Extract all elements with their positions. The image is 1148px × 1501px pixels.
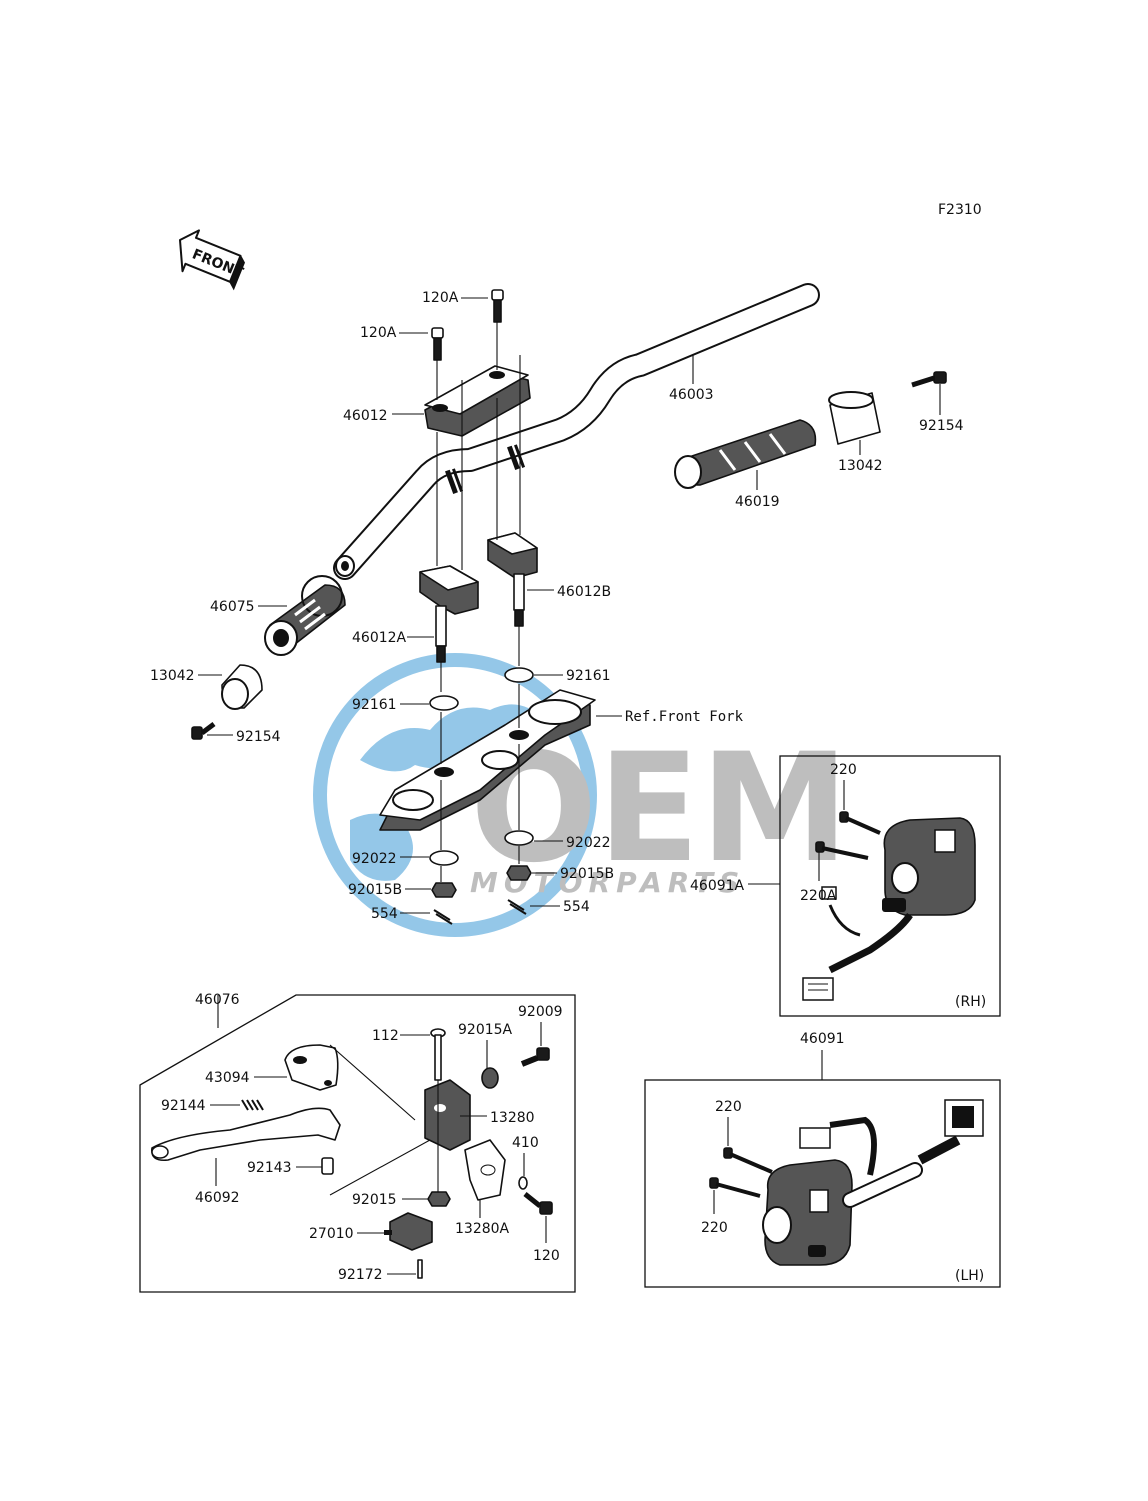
label-92022-right: 92022 [566, 835, 611, 851]
spring-92144 [241, 1099, 264, 1111]
washer-92022-right [504, 830, 534, 846]
holder-13280 [424, 1079, 471, 1151]
label-410: 410 [512, 1135, 539, 1151]
nut-92015 [427, 1191, 451, 1207]
label-rh: (RH) [955, 994, 986, 1010]
screw-92154-right [911, 371, 947, 388]
screw-220-lh-top [723, 1147, 773, 1174]
label-43094: 43094 [205, 1070, 250, 1086]
label-92161-right: 92161 [566, 668, 611, 684]
label-27010: 27010 [309, 1226, 354, 1242]
rh-switch-frame [779, 755, 1001, 1017]
holder-13280a [464, 1139, 506, 1201]
label-220a-rh: 220A [800, 888, 837, 904]
washer-92161-right [504, 667, 534, 683]
label-46012b: 46012B [557, 584, 611, 600]
switch-rh-46091a [802, 817, 976, 1001]
label-120a-top: 120A [422, 290, 459, 306]
figure-code: F2310 [938, 202, 982, 218]
label-46075: 46075 [210, 599, 255, 615]
bolt-120a-top [491, 289, 504, 323]
bar-end-13042-right [828, 391, 881, 445]
grip-right-46019 [674, 419, 817, 489]
steering-stem-clamp [379, 689, 596, 831]
label-92154-right: 92154 [919, 418, 964, 434]
label-46012: 46012 [343, 408, 388, 424]
screw-92172 [417, 1259, 423, 1279]
screw-92154-left [191, 722, 216, 740]
holder-lower-46012b [487, 532, 538, 627]
grip-left-46075 [264, 575, 346, 656]
lever-assembly-frame [139, 994, 576, 1293]
switch-lh-46091 [762, 1099, 984, 1266]
holder-lower-46012a [419, 565, 479, 663]
label-120a-left: 120A [360, 325, 397, 341]
washer-92022-left [429, 850, 459, 866]
label-13280: 13280 [490, 1110, 535, 1126]
label-92161-left: 92161 [352, 697, 397, 713]
label-220-lh-bottom: 220 [701, 1220, 728, 1236]
label-112: 112 [372, 1028, 399, 1044]
label-46076: 46076 [195, 992, 240, 1008]
label-13042-left: 13042 [150, 668, 195, 684]
label-92154-left: 92154 [236, 729, 281, 745]
labels: 120A 120A 46012 46003 92154 13042 46019 … [150, 290, 986, 1284]
watermark-globe [313, 653, 597, 937]
nut-92015b-right [506, 865, 532, 881]
label-120: 120 [533, 1248, 560, 1264]
washer-92161-left [429, 695, 459, 711]
label-46091a: 46091A [690, 878, 745, 894]
label-92172: 92172 [338, 1267, 383, 1283]
nut-92015b-left [431, 882, 457, 898]
front-arrow-icon: FRONT [179, 229, 246, 291]
bolt-112 [430, 1028, 446, 1081]
label-92009: 92009 [518, 1004, 563, 1020]
screw-220-lh-bottom [709, 1177, 761, 1198]
label-92015: 92015 [352, 1192, 397, 1208]
label-220-rh: 220 [830, 762, 857, 778]
bolt-120a-left [431, 327, 444, 361]
washer-92015a [481, 1067, 499, 1089]
label-46003: 46003 [669, 387, 714, 403]
holder-upper-46012 [424, 365, 531, 437]
screw-220-rh [839, 811, 881, 835]
label-220-lh-top: 220 [715, 1099, 742, 1115]
label-46012a: 46012A [352, 630, 407, 646]
label-46092: 46092 [195, 1190, 240, 1206]
label-92015b-right: 92015B [560, 866, 614, 882]
label-92022-left: 92022 [352, 851, 397, 867]
label-ref-front-fork: Ref.Front Fork [625, 709, 744, 725]
bar-end-13042-left [221, 664, 263, 710]
label-13280a: 13280A [455, 1221, 510, 1237]
bracket-43094 [284, 1044, 339, 1091]
oring-410 [518, 1176, 528, 1190]
label-554-right: 554 [563, 899, 590, 915]
label-92144: 92144 [161, 1098, 206, 1114]
label-13042-right: 13042 [838, 458, 883, 474]
pin-554-left [433, 909, 453, 925]
bolt-120 [523, 1192, 553, 1215]
handlebar-46003 [333, 283, 820, 580]
label-92015b-left: 92015B [348, 882, 402, 898]
label-lh: (LH) [955, 1268, 984, 1284]
label-92143: 92143 [247, 1160, 292, 1176]
label-46091: 46091 [800, 1031, 845, 1047]
label-46019: 46019 [735, 494, 780, 510]
screw-220a-rh [815, 841, 869, 860]
pin-554-right [507, 899, 527, 915]
lever-46092 [151, 1107, 341, 1162]
switch-27010 [384, 1212, 433, 1251]
pin-92143 [321, 1157, 334, 1175]
label-92015a: 92015A [458, 1022, 513, 1038]
label-554-left: 554 [371, 906, 398, 922]
screw-92009 [520, 1047, 550, 1067]
